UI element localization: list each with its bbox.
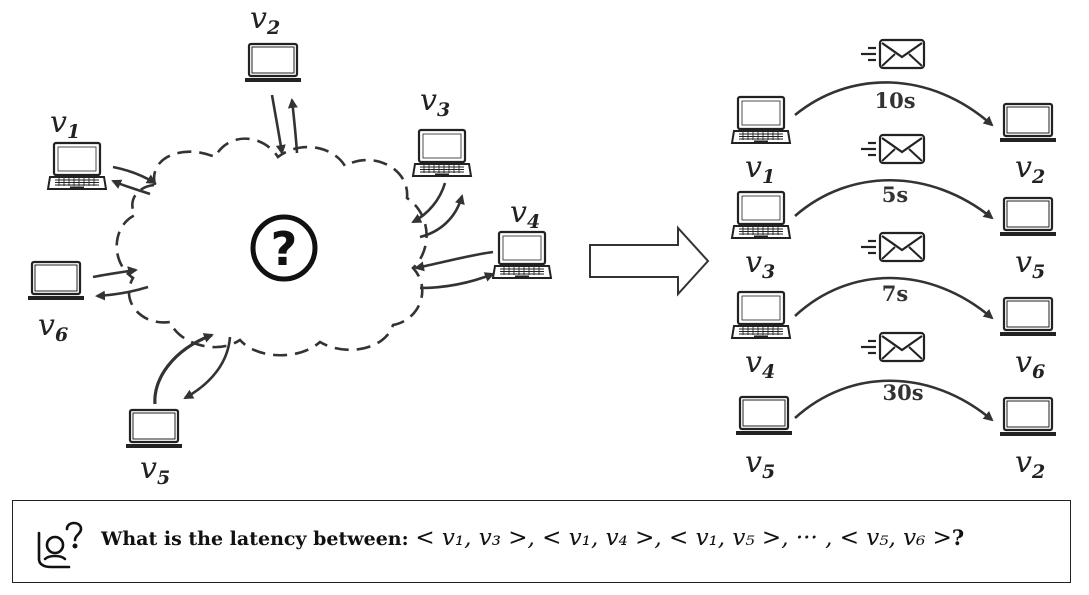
laptop-icon (998, 296, 1058, 338)
laptop-icon (411, 128, 473, 178)
node-label-v6: v6 (38, 308, 68, 346)
measurement-row: 7s v4 v6 (730, 231, 1058, 383)
laptop-icon (26, 260, 86, 302)
question-box: What is the latency between: < v₁, v₃ >,… (12, 500, 1071, 583)
connection-arrows (92, 94, 495, 405)
laptop-icon (730, 95, 792, 145)
measurement-row: 5s v3 v5 (730, 133, 1058, 283)
node-label-v2: v2 (250, 1, 280, 39)
question-mark-icon: ? (250, 214, 318, 282)
source-node-label: v5 (745, 445, 775, 483)
target-node-label: v6 (1015, 345, 1045, 383)
envelope-icon (859, 38, 926, 70)
envelope-icon (859, 231, 926, 263)
laptop-icon (734, 395, 794, 437)
target-node-label: v5 (1015, 245, 1045, 283)
node-label-v4: v4 (510, 195, 540, 233)
question-prefix: What is the latency between: (101, 528, 409, 550)
laptop-icon (243, 42, 303, 84)
source-node-label: v3 (745, 245, 775, 283)
question-suffix: ? (951, 525, 965, 550)
source-node-label: v1 (745, 150, 775, 188)
measurement-row: 10s v1 v2 (730, 38, 1058, 188)
source-node-label: v4 (745, 345, 775, 383)
envelope-icon (859, 331, 926, 363)
question-pairs: < v₁, v₃ >, < v₁, v₄ >, < v₁, v₅ >, ··· … (415, 525, 952, 551)
measurement-row: 30s v5 v2 (734, 331, 1058, 483)
laptop-icon (124, 408, 184, 450)
right-arrow-icon (589, 225, 710, 297)
node-label-v5: v5 (140, 451, 170, 489)
latency-label: 10s (874, 88, 915, 113)
node-label-v3: v3 (420, 83, 450, 121)
cloud-symbol: ? (271, 222, 298, 276)
latency-label: 5s (882, 182, 908, 207)
person-question-icon (37, 521, 83, 569)
laptop-icon (730, 190, 792, 240)
target-node-label: v2 (1015, 150, 1045, 188)
laptop-icon (730, 290, 792, 340)
latency-label: 30s (882, 380, 923, 405)
laptop-icon (46, 141, 108, 191)
laptop-icon (998, 102, 1058, 144)
laptop-icon (998, 196, 1058, 238)
node-label-v1: v1 (50, 105, 80, 143)
target-node-label: v2 (1015, 445, 1045, 483)
laptop-icon (998, 396, 1058, 438)
latency-label: 7s (882, 281, 908, 306)
question-text: What is the latency between: < v₁, v₃ >,… (101, 525, 964, 551)
envelope-icon (859, 133, 926, 165)
laptop-icon (491, 230, 553, 280)
